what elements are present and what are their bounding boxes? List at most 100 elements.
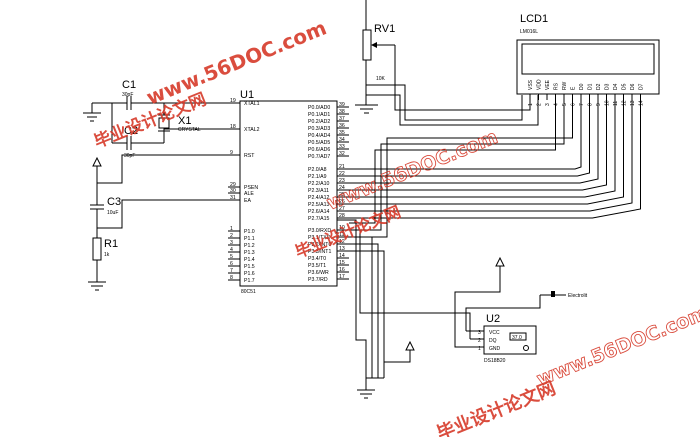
u1-pin-name-24: P2.3/A11 bbox=[308, 188, 329, 194]
u1-pin-name-18: XTAL2 bbox=[244, 127, 260, 133]
lcd1-pin-name-rs: RS bbox=[554, 82, 560, 90]
wire-p2-d7 bbox=[349, 100, 641, 219]
u1-pin-num-19: 19 bbox=[230, 98, 236, 104]
u1-pin-name-25: P2.4/A12 bbox=[308, 195, 329, 201]
lcd1-pin-num-9: 9 bbox=[596, 103, 602, 106]
watermark-brand-3: 毕业设计论文网 bbox=[434, 377, 559, 437]
u1-pin-num-1: 1 bbox=[230, 226, 233, 232]
u1-pin-num-38: 38 bbox=[339, 109, 345, 115]
u1-pin-name-1: P1.0 bbox=[244, 229, 255, 235]
u1-pin-name-2: P1.1 bbox=[244, 236, 255, 242]
wire-p3-gnd bbox=[337, 219, 367, 378]
wire-p3-lcd-0 bbox=[349, 100, 556, 224]
lcd1-pin-name-vee: VEE bbox=[545, 79, 551, 90]
u1-pin-name-3: P1.2 bbox=[244, 243, 255, 249]
u1-model: 80C51 bbox=[241, 289, 256, 295]
u1-pin-name-4: P1.3 bbox=[244, 250, 255, 256]
bus-p3-to-lcd bbox=[349, 100, 573, 238]
u1-pin-num-29: 29 bbox=[230, 182, 236, 188]
lcd1-pin-num-12: 12 bbox=[622, 100, 628, 106]
wire-vdd bbox=[366, 84, 523, 121]
u1-pin-name-16: P3.6/WR bbox=[308, 270, 329, 276]
wire-rv1-wiper-vee bbox=[394, 45, 531, 111]
wire-p3-lcd-2 bbox=[349, 100, 573, 238]
wire-p2-d4 bbox=[349, 100, 616, 198]
u1-pin-num-3: 3 bbox=[230, 240, 233, 246]
c3-ref: C3 bbox=[107, 196, 121, 208]
u1-pin-num-30: 30 bbox=[230, 188, 236, 194]
u1-pin-num-32: 32 bbox=[339, 151, 345, 157]
lcd1-model: LM016L bbox=[520, 29, 538, 35]
u2-ref: U2 bbox=[486, 313, 500, 325]
u1-pin-name-38: P0.1/AD1 bbox=[308, 112, 330, 118]
lcd1-pin-num-4: 4 bbox=[554, 103, 560, 106]
u1-pin-name-21: P2.0/A8 bbox=[308, 167, 327, 173]
rv1-body bbox=[362, 29, 372, 61]
u1-pin-name-27: P2.6/A14 bbox=[308, 209, 329, 215]
u1-pin-num-18: 18 bbox=[230, 124, 236, 130]
u1-pin-name-35: P0.4/AD4 bbox=[308, 133, 330, 139]
u2-indicator bbox=[523, 345, 529, 351]
ground-symbol-reset bbox=[88, 281, 106, 291]
lcd1-pin-name-d4: D4 bbox=[613, 83, 619, 90]
u1-pin-name-6: P1.5 bbox=[244, 264, 255, 270]
wire-p2-d6 bbox=[349, 100, 633, 212]
lcd1-pin-num-3: 3 bbox=[545, 103, 551, 106]
lcd1-pin-name-d1: D1 bbox=[588, 83, 594, 90]
u1-pin-name-15: P3.5/T1 bbox=[308, 263, 326, 269]
c1-ref: C1 bbox=[122, 79, 136, 91]
wire-p3-a bbox=[337, 236, 373, 378]
u2-pin-dq: DQ bbox=[489, 338, 497, 344]
watermark-site-3: www.56DOC.com bbox=[534, 302, 700, 391]
u1-pin-name-30: ALE bbox=[244, 191, 254, 197]
rv1-ref: RV1 bbox=[374, 23, 395, 35]
lcd1-pin-num-1: 1 bbox=[528, 103, 534, 106]
vcc-symbol-u2 bbox=[495, 256, 505, 267]
wire-xtal2 bbox=[163, 128, 228, 143]
u2-pin-vcc: VCC bbox=[489, 330, 500, 336]
rv1-value: 10K bbox=[376, 76, 386, 82]
u1-pin-name-28: P2.7/A15 bbox=[308, 216, 329, 222]
lcd1-pin-name-e: E bbox=[571, 86, 577, 90]
u1-pin-name-14: P3.4/T0 bbox=[308, 256, 326, 262]
u1-pin-num-11: 11 bbox=[339, 232, 344, 238]
wire-p2-d2 bbox=[349, 100, 599, 184]
crystal-oscillator: C1 30pF C2 30pF X1 CRYSTAL bbox=[92, 79, 228, 159]
lcd1-screen bbox=[521, 43, 655, 75]
u1-pin-name-37: P0.2/AD2 bbox=[308, 119, 330, 125]
u2-pullup-marker bbox=[551, 291, 555, 297]
lcd1-pin-name-d7: D7 bbox=[639, 83, 645, 90]
lcd1-pin-name-d2: D2 bbox=[596, 83, 602, 90]
u1-pin-num-5: 5 bbox=[230, 254, 233, 260]
u1-pin-num-34: 34 bbox=[339, 137, 345, 143]
lcd1-pin-num-5: 5 bbox=[562, 103, 568, 106]
u1-pin-name-17: P3.7/RD bbox=[308, 277, 328, 283]
u1-pin-name-19: XTAL1 bbox=[244, 101, 260, 107]
x1-value: CRYSTAL bbox=[178, 127, 201, 133]
lcd1-ref: LCD1 bbox=[520, 13, 548, 25]
lcd1-pin-name-vdd: VDD bbox=[537, 79, 543, 90]
r1-value: 1k bbox=[104, 252, 110, 258]
u1-pin-num-26: 26 bbox=[339, 199, 345, 205]
wire-p2-d0 bbox=[349, 100, 582, 170]
wire-u2-gnd-loop bbox=[454, 266, 501, 348]
u1-pin-num-12: 12 bbox=[339, 239, 345, 245]
wire-p3-lcd-1 bbox=[349, 100, 565, 231]
u1-pin-name-22: P2.1/A9 bbox=[308, 174, 327, 180]
wire-ea bbox=[97, 199, 228, 229]
u1-pin-num-37: 37 bbox=[339, 116, 345, 122]
lcd1-pin-name-vss: VSS bbox=[528, 79, 534, 90]
wire-p3-c bbox=[337, 250, 385, 378]
wire-p3-b bbox=[337, 243, 379, 378]
bus-p2-to-lcd bbox=[349, 100, 641, 219]
u1-pin-num-9: 9 bbox=[230, 150, 233, 156]
r1-body bbox=[92, 237, 102, 261]
x1-body bbox=[158, 117, 170, 129]
u1-pin-num-28: 28 bbox=[339, 213, 345, 219]
u1-pin-num-33: 33 bbox=[339, 144, 345, 150]
u1-pin-num-7: 7 bbox=[230, 268, 233, 274]
u1-pin-name-31: EA bbox=[244, 198, 251, 204]
